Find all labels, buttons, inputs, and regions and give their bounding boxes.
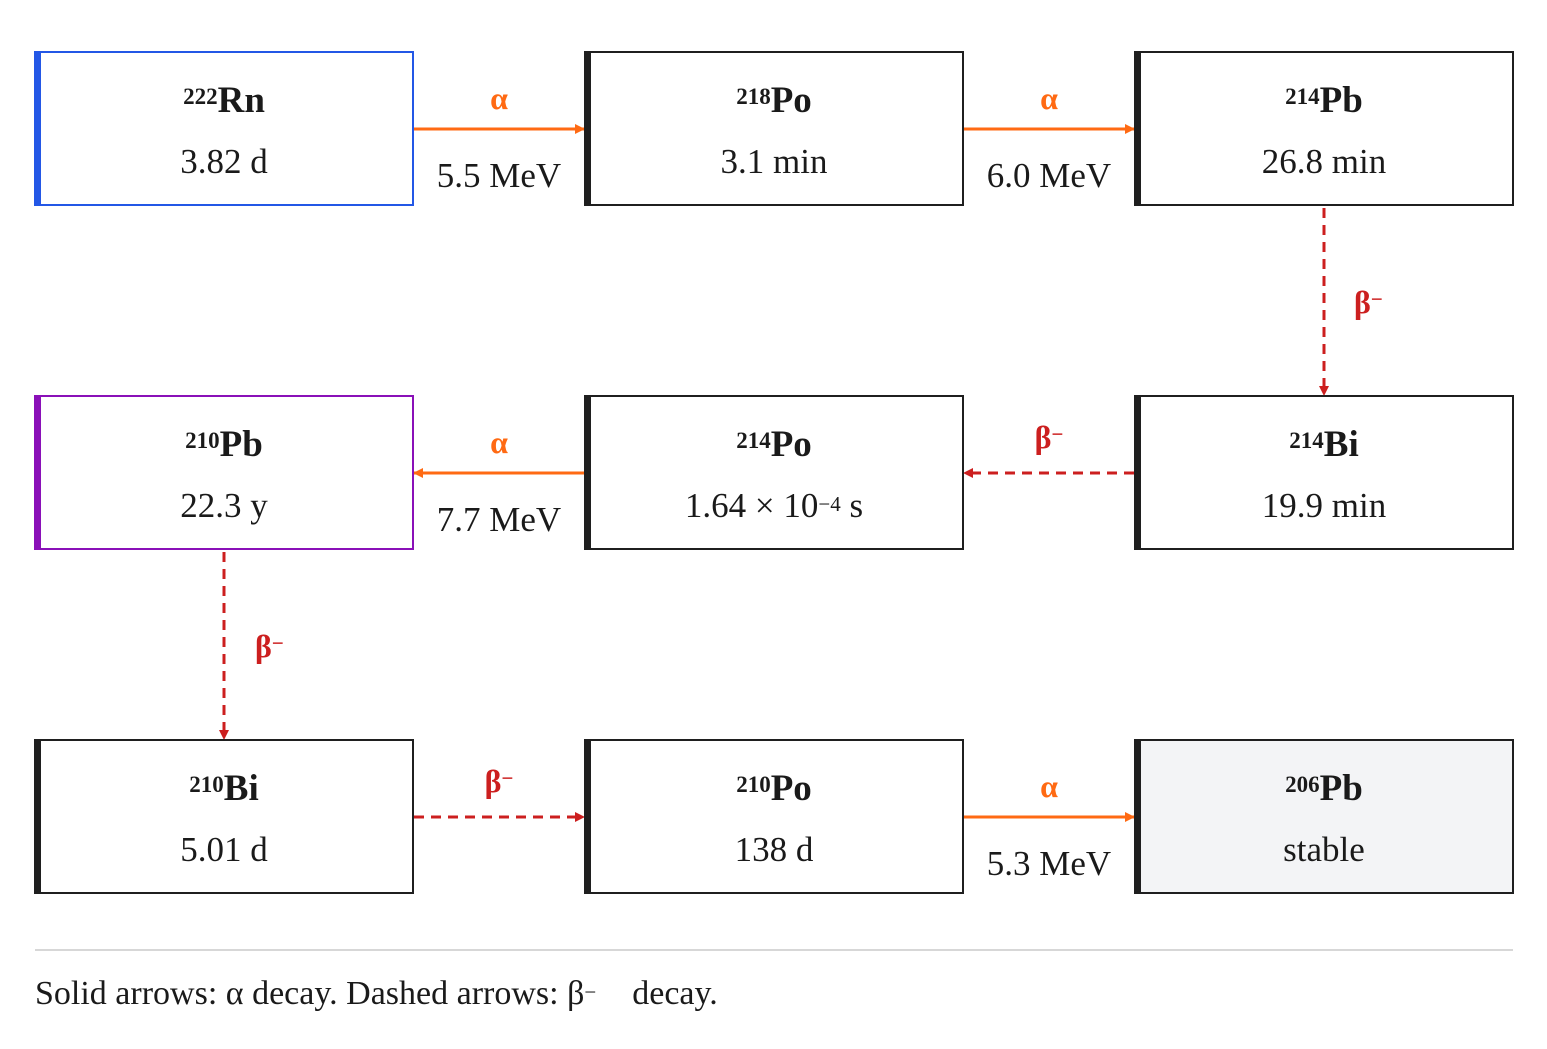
half-life: 26.8 min xyxy=(1261,142,1387,181)
half-life: stable xyxy=(1283,830,1365,869)
half-life-exponent: −4 xyxy=(818,492,841,516)
decay-mode-symbol: β xyxy=(255,628,272,664)
half-life: 3.1 min xyxy=(720,142,828,181)
element-symbol: Pb xyxy=(1319,80,1363,121)
nuclide-label: 206Pb xyxy=(1136,767,1512,811)
decay-mode-superscript: − xyxy=(501,766,514,790)
half-life-unit: s xyxy=(840,486,864,525)
half-life: 138 d xyxy=(734,830,814,869)
decay-mode-superscript: − xyxy=(271,631,284,655)
node-accent-bar xyxy=(584,395,591,550)
half-life: 1.64 × 10−4 s xyxy=(586,485,962,527)
node-pb210: 210Pb 22.3 y xyxy=(34,395,414,550)
node-accent-bar xyxy=(34,51,41,206)
mass-number: 214 xyxy=(736,428,771,453)
element-symbol: Pb xyxy=(219,424,263,465)
decay-mode-symbol: β xyxy=(484,763,502,799)
nuclide-label: 210Pb xyxy=(36,423,412,467)
decay-mode-label: α xyxy=(1040,768,1058,804)
mass-number: 218 xyxy=(736,84,771,109)
decay-mode-label: β− xyxy=(255,628,315,664)
caption-text: Solid arrows: α decay. Dashed arrows: β xyxy=(35,975,585,1012)
decay-energy-label: 5.3 MeV xyxy=(986,844,1112,883)
element-symbol: Po xyxy=(770,768,812,809)
node-bi210: 210Bi 5.01 d xyxy=(34,739,414,894)
decay-mode-symbol: β xyxy=(1034,419,1052,455)
decay-mode-label: β− xyxy=(414,763,584,799)
node-pb206: 206Pb stable xyxy=(1134,739,1514,894)
mass-number: 210 xyxy=(736,772,771,797)
element-symbol: Bi xyxy=(1323,424,1359,465)
half-life: 19.9 min xyxy=(1261,486,1387,525)
divider xyxy=(35,949,1513,951)
element-symbol: Po xyxy=(770,424,812,465)
nuclide-label: 222Rn xyxy=(36,79,412,123)
decay-mode-label: α xyxy=(490,424,508,460)
node-accent-bar xyxy=(34,395,41,550)
half-life: 5.01 d xyxy=(180,830,268,869)
half-life: 22.3 y xyxy=(180,486,268,525)
node-bi214: 214Bi 19.9 min xyxy=(1134,395,1514,550)
node-accent-bar xyxy=(584,739,591,894)
half-life: 3.82 d xyxy=(180,142,268,181)
node-po214: 214Po 1.64 × 10−4 s xyxy=(584,395,964,550)
mass-number: 210 xyxy=(189,772,224,797)
nuclide-label: 218Po xyxy=(586,79,962,123)
element-symbol: Pb xyxy=(1319,768,1363,809)
decay-mode-label: α xyxy=(1040,80,1058,116)
node-rn222: 222Rn 3.82 d xyxy=(34,51,414,206)
decay-mode-symbol: β xyxy=(1354,284,1371,320)
node-accent-bar xyxy=(34,739,41,894)
legend-caption: Solid arrows: α decay. Dashed arrows: β−… xyxy=(35,974,718,1014)
nuclide-label: 210Po xyxy=(586,767,962,811)
node-accent-bar xyxy=(1134,395,1141,550)
mass-number: 222 xyxy=(183,84,218,109)
element-symbol: Po xyxy=(770,80,812,121)
mass-number: 214 xyxy=(1289,428,1324,453)
element-symbol: Rn xyxy=(217,80,265,121)
mass-number: 206 xyxy=(1285,772,1320,797)
decay-energy-label: 6.0 MeV xyxy=(986,156,1112,195)
node-pb214: 214Pb 26.8 min xyxy=(1134,51,1514,206)
node-po210: 210Po 138 d xyxy=(584,739,964,894)
decay-mode-superscript: − xyxy=(1370,287,1383,311)
caption-text-end: decay. xyxy=(632,975,718,1012)
decay-mode-label: α xyxy=(490,80,508,116)
mass-number: 210 xyxy=(185,428,220,453)
decay-mode-label: β− xyxy=(964,419,1134,455)
element-symbol: Bi xyxy=(223,768,259,809)
nuclide-label: 214Bi xyxy=(1136,423,1512,467)
nuclide-label: 214Pb xyxy=(1136,79,1512,123)
nuclide-label: 214Po xyxy=(586,423,962,467)
half-life-mantissa: 1.64 × 10 xyxy=(684,486,819,525)
node-accent-bar xyxy=(584,51,591,206)
mass-number: 214 xyxy=(1285,84,1320,109)
nuclide-label: 210Bi xyxy=(36,767,412,811)
node-accent-bar xyxy=(1134,51,1141,206)
decay-energy-label: 7.7 MeV xyxy=(436,500,562,539)
decay-mode-superscript: − xyxy=(1051,422,1064,446)
node-po218: 218Po 3.1 min xyxy=(584,51,964,206)
caption-superscript: − xyxy=(584,980,597,1004)
decay-mode-label: β− xyxy=(1354,284,1414,320)
decay-energy-label: 5.5 MeV xyxy=(436,156,562,195)
node-accent-bar xyxy=(1134,739,1141,894)
